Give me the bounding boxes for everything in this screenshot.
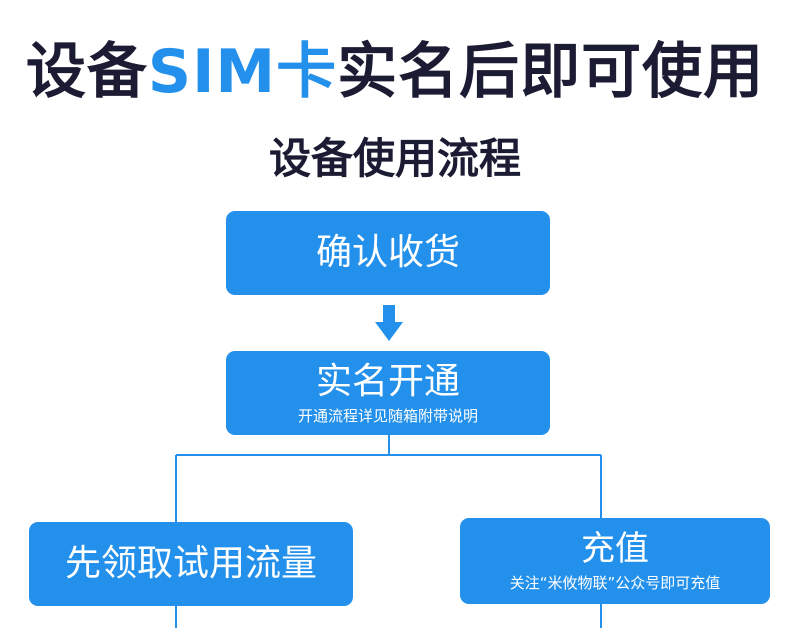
step-note: 开通流程详见随箱附带说明: [297, 406, 478, 425]
title-part-1: 设备: [25, 37, 148, 107]
step-label: 确认收货: [315, 232, 460, 274]
step-recharge: 充值 关注“米攸物联”公众号即可充值: [460, 518, 770, 604]
arrow-down-icon: [375, 322, 403, 341]
step-note: 关注“米攸物联”公众号即可充值: [509, 573, 721, 592]
step-label: 实名开通: [315, 361, 460, 403]
step-label: 充值: [581, 529, 649, 570]
title-part-2: 实名后即可使用: [337, 37, 765, 107]
step-realname-activation: 实名开通 开通流程详见随箱附带说明: [226, 351, 550, 435]
page-subtitle: 设备使用流程: [268, 134, 521, 183]
step-confirm-receipt: 确认收货: [226, 211, 550, 295]
page-title: 设备SIM卡实名后即可使用: [0, 36, 790, 108]
step-trial-data: 先领取试用流量: [29, 522, 353, 606]
step-label: 先领取试用流量: [64, 543, 317, 585]
arrow-shaft: [383, 305, 395, 325]
title-accent: SIM卡: [147, 37, 338, 107]
